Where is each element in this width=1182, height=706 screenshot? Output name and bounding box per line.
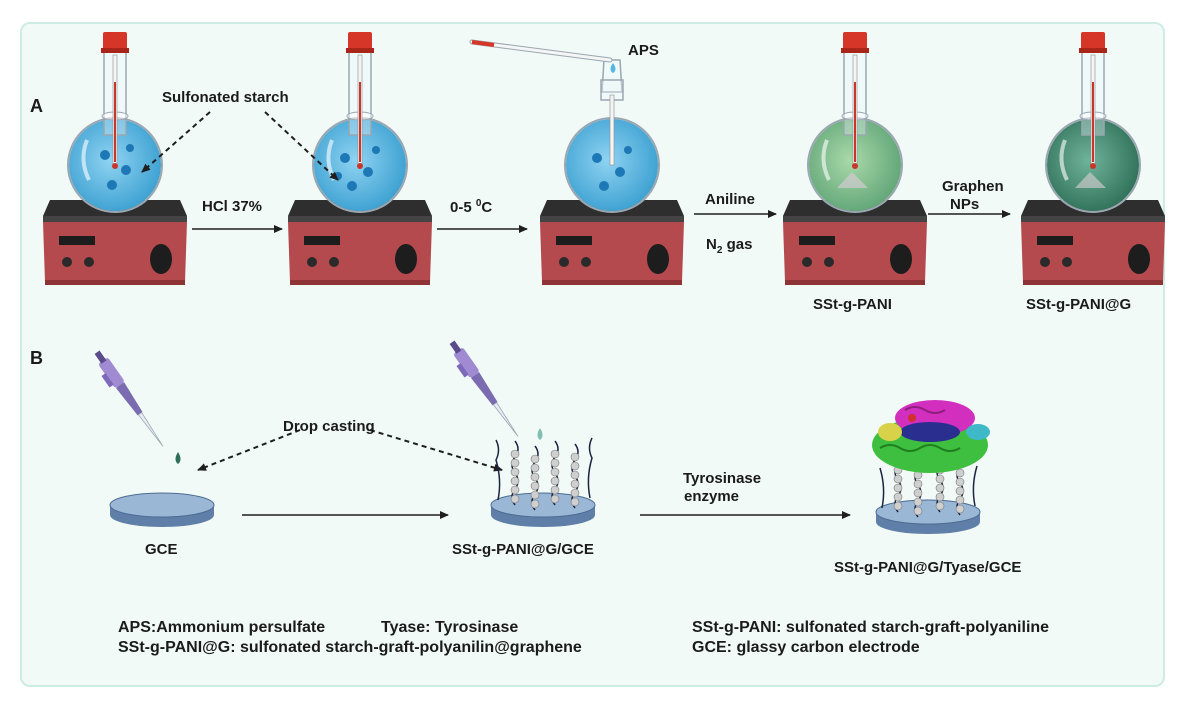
step-temperature-unit: C: [481, 199, 493, 216]
step-n2-rest: gas: [722, 236, 753, 253]
step-tyrosinase-line2: enzyme: [684, 488, 740, 505]
callout-drop-casting: Drop casting: [283, 418, 375, 435]
pipette-1: [88, 348, 169, 453]
label-gce: GCE: [145, 541, 178, 558]
section-label-a: A: [30, 96, 43, 116]
pipette-2: [443, 338, 524, 443]
reagent-aps-label: APS: [628, 42, 659, 59]
step-hcl-label: HCl 37%: [202, 198, 263, 215]
legend-sst-g-pani-g: SSt-g-PANI@G: sulfonated starch-graft-po…: [118, 639, 582, 656]
callout-arrows-b: [197, 429, 503, 472]
flask-3: [564, 59, 660, 213]
step-n2-main: N: [706, 236, 717, 253]
electrode-gce: [109, 492, 215, 528]
legend-sst-g-pani: SSt-g-PANI: sulfonated starch-graft-poly…: [692, 619, 1050, 636]
step-tyrosinase-line1: Tyrosinase: [683, 470, 762, 487]
callout-sulfonated-starch: Sulfonated starch: [162, 89, 289, 106]
legend-aps: APS:Ammonium persulfate: [118, 619, 326, 636]
label-sst-g-pani-g-tyase-gce: SSt-g-PANI@G/Tyase/GCE: [834, 559, 1022, 576]
section-label-b: B: [30, 348, 43, 368]
legend-tyase: Tyase: Tyrosinase: [381, 619, 519, 636]
step-aniline-label: Aniline: [705, 191, 756, 208]
electrode-modified: [490, 437, 596, 528]
step-temperature-value: 0-5: [450, 199, 472, 216]
callout-arrows-a: [141, 111, 339, 181]
step-n2-label: N2 gas: [706, 236, 752, 256]
flask-1: [66, 30, 164, 214]
drop-2: [537, 428, 543, 440]
legend-gce: GCE: glassy carbon electrode: [692, 639, 920, 656]
product-sst-g-pani-g: SSt-g-PANI@G: [1026, 296, 1132, 313]
aps-pipette: [469, 39, 616, 73]
tyrosinase-protein: [872, 400, 990, 473]
step-n2-sub: 2: [716, 245, 723, 256]
drop-1: [175, 452, 181, 464]
step-temperature-label: 0-5 0C: [450, 198, 492, 216]
step-temperature-sup: 0: [475, 198, 482, 209]
step-graphene-line2: NPs: [950, 196, 980, 213]
flask-5: [1044, 30, 1142, 214]
step-graphene-line1: Graphen: [942, 178, 1004, 195]
flask-2: [311, 30, 409, 214]
flask-4: [806, 30, 904, 214]
process-arrows-a: [192, 210, 1011, 233]
label-sst-g-pani-g-gce: SSt-g-PANI@G/GCE: [452, 541, 594, 558]
product-sst-g-pani: SSt-g-PANI: [813, 296, 892, 313]
electrode-enzyme: [872, 400, 990, 535]
